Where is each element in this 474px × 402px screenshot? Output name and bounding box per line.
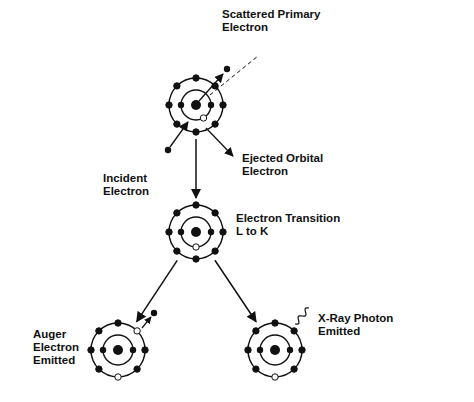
electron bbox=[299, 347, 305, 353]
electron bbox=[115, 320, 121, 326]
electron bbox=[245, 347, 251, 353]
electron bbox=[220, 229, 226, 235]
atom-label: Auger Electron Emitted bbox=[33, 328, 82, 368]
inner-shell bbox=[181, 90, 211, 120]
vacancy bbox=[200, 115, 206, 121]
electron bbox=[212, 83, 218, 89]
scattered-electron bbox=[224, 66, 230, 72]
atom-drawing bbox=[162, 71, 230, 139]
auger-electron bbox=[151, 310, 157, 316]
inner-shell bbox=[181, 217, 211, 247]
outer-shell bbox=[248, 323, 302, 377]
electron bbox=[166, 102, 172, 108]
atom-node: Auger Electron Emitted bbox=[84, 316, 152, 384]
electron bbox=[166, 229, 172, 235]
electron bbox=[253, 328, 259, 334]
electron bbox=[193, 202, 199, 208]
atom-node: X-Ray Photon Emitted bbox=[241, 316, 309, 384]
electron bbox=[220, 102, 226, 108]
atom-label: Ejected Orbital Electron bbox=[242, 152, 326, 178]
electron bbox=[272, 320, 278, 326]
nucleus bbox=[270, 345, 280, 355]
vacancy bbox=[193, 244, 199, 250]
nucleus bbox=[113, 345, 123, 355]
vacancy bbox=[134, 328, 140, 334]
vacancy bbox=[115, 374, 121, 380]
electron bbox=[174, 83, 180, 89]
inner-shell bbox=[103, 335, 133, 365]
electron bbox=[212, 210, 218, 216]
electron bbox=[193, 129, 199, 135]
electron bbox=[253, 366, 259, 372]
photon-wave bbox=[295, 308, 309, 324]
electron bbox=[96, 366, 102, 372]
transition-arrow bbox=[137, 260, 178, 321]
electron bbox=[88, 347, 94, 353]
incident-electron bbox=[165, 147, 171, 153]
electron bbox=[193, 256, 199, 262]
electron bbox=[178, 229, 184, 235]
outer-shell bbox=[169, 205, 223, 259]
electron bbox=[142, 347, 148, 353]
electron bbox=[257, 347, 263, 353]
electron bbox=[174, 248, 180, 254]
electron bbox=[291, 328, 297, 334]
atom-label: Scattered Primary Electron bbox=[222, 8, 323, 34]
scatter-track bbox=[199, 74, 223, 101]
atom-node: Electron Transition L to K bbox=[162, 198, 230, 266]
electron bbox=[193, 75, 199, 81]
electron bbox=[178, 102, 184, 108]
nucleus bbox=[191, 100, 201, 110]
electron bbox=[208, 102, 214, 108]
electron bbox=[287, 347, 293, 353]
atom-drawing bbox=[241, 316, 309, 384]
electron bbox=[130, 347, 136, 353]
transition-arrow bbox=[215, 260, 256, 321]
electron bbox=[291, 366, 297, 372]
inner-shell bbox=[260, 335, 290, 365]
atom-node: Scattered Primary ElectronIncident Elect… bbox=[162, 71, 230, 139]
electron bbox=[208, 229, 214, 235]
electron bbox=[96, 328, 102, 334]
vacancy bbox=[272, 374, 278, 380]
electron bbox=[134, 366, 140, 372]
transition-arrow bbox=[195, 139, 197, 198]
electron bbox=[212, 248, 218, 254]
ejected-track bbox=[206, 128, 233, 156]
outer-shell bbox=[91, 323, 145, 377]
atom-drawing bbox=[84, 316, 152, 384]
atom-label: Incident Electron bbox=[103, 172, 152, 198]
electron bbox=[212, 121, 218, 127]
electron bbox=[100, 347, 106, 353]
outer-shell bbox=[169, 78, 223, 132]
auger-track bbox=[142, 317, 151, 328]
electron bbox=[174, 210, 180, 216]
atom-drawing bbox=[162, 198, 230, 266]
electron bbox=[174, 121, 180, 127]
nucleus bbox=[191, 227, 201, 237]
atom-label: Electron Transition L to K bbox=[236, 212, 343, 238]
atom-label: X-Ray Photon Emitted bbox=[318, 312, 396, 338]
